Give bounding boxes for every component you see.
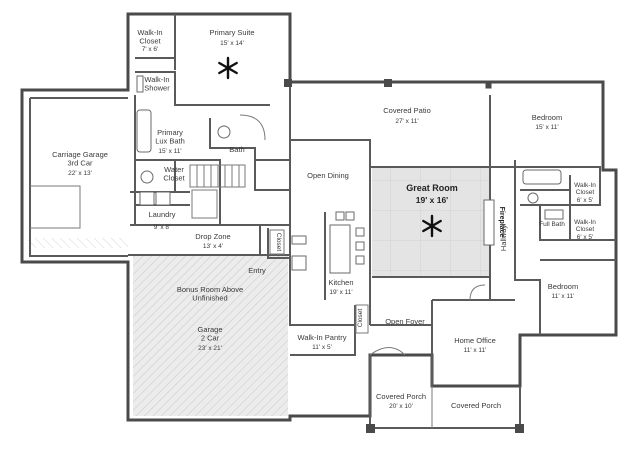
closet-drop-box (269, 229, 285, 255)
primary-suite-dim: 15' x 14' (220, 40, 244, 47)
bedroom-2-label: Bedroom (548, 282, 578, 291)
walkin-pantry-label: Walk-In Pantry (298, 333, 347, 342)
carriage-garage-dim: 22' x 13' (68, 170, 92, 177)
door-arc-office (469, 284, 486, 301)
drop-zone-dim: 13' x 4' (203, 243, 223, 250)
drop-zone-label: Drop Zone (195, 232, 230, 241)
fireplace-label: Fireplace (498, 207, 505, 238)
sink-b (544, 209, 564, 220)
walkin-closet-primary-dim: 7' x 6' (142, 46, 159, 53)
great-room-label: Great Room (406, 183, 458, 193)
primary-lux-bath-dim: 15' x 11' (158, 148, 181, 155)
walkin-closet-b1-dim: 6' x 5' (577, 197, 594, 204)
walkin-closet-b2-dim: 6' x 5' (577, 234, 594, 241)
closet-kitchen-box (355, 304, 369, 334)
toilet-b (527, 192, 539, 204)
tub-b (522, 169, 562, 185)
toilet-fixture (217, 125, 231, 139)
east-wing-walls (489, 160, 616, 335)
tub-fixture (136, 109, 152, 153)
asterisk-marker-icon (218, 56, 238, 80)
great-room-dim: 19' x 16' (416, 195, 448, 205)
fireplace-box (483, 199, 495, 246)
covered-porch-1-dim: 20' x 10' (389, 403, 413, 410)
patio-walls (289, 82, 491, 168)
home-office-label: Home Office (454, 336, 496, 345)
kitchen-label: Kitchen (328, 278, 353, 287)
porch-post-right (515, 424, 524, 433)
open-foyer-label: Open Foyer (385, 317, 425, 326)
bedroom-2-dim: 11' x 11' (552, 293, 575, 300)
covered-porch-1-label: Covered Porch (376, 392, 426, 401)
entry-label: Entry (248, 266, 266, 275)
exterior-walls (20, 12, 618, 422)
asterisk-marker-icon (422, 214, 442, 238)
door-arc-foyer (369, 347, 406, 356)
patio-post-mid (384, 79, 392, 87)
hallway-label: Hallway (499, 225, 508, 252)
patio-post-left (284, 79, 292, 87)
primary-suite-label: Primary Suite (209, 28, 254, 37)
full-bath-label: Full Bath (539, 221, 565, 228)
covered-patio-dim: 27' x 11' (395, 118, 418, 125)
bath-label: Bath (229, 145, 244, 154)
laundry-dim: 9' x 8' (154, 224, 171, 231)
walkin-pantry-dim: 11' x 5' (312, 344, 332, 351)
covered-porch-2-label: Covered Porch (451, 401, 501, 410)
closet-drop-label: Closet (275, 233, 282, 252)
lux-bath-arc (239, 114, 266, 141)
washer (139, 191, 155, 206)
foyer-walls (370, 299, 515, 386)
drop-zone-walls (128, 225, 290, 259)
carriage-garage-hatch (28, 238, 128, 248)
garage-dim: 23' x 21' (198, 345, 222, 352)
kitchen-walls (289, 140, 371, 356)
stairs (189, 164, 246, 219)
covered-patio-label: Covered Patio (383, 106, 431, 115)
porch-outline (369, 355, 521, 429)
kitchen-dim: 19' x 11' (329, 289, 352, 296)
porch-post-left (366, 424, 375, 433)
carriage-garage-walls (29, 97, 128, 257)
toilet-wc-fixture (140, 170, 154, 184)
garage-hatch (133, 256, 288, 416)
closet-kitchen-label: Closet (357, 309, 364, 328)
shower-fixture (136, 75, 144, 93)
open-dining-label: Open Dining (307, 171, 349, 180)
laundry-label: Laundry (148, 210, 175, 219)
kitchen-island (291, 211, 365, 274)
carriage-door (30, 185, 81, 229)
bedroom-1-label: Bedroom (532, 113, 562, 122)
bedroom-1-dim: 15' x 11' (535, 124, 558, 131)
dryer (155, 191, 171, 206)
home-office-dim: 11' x 11' (464, 347, 487, 354)
